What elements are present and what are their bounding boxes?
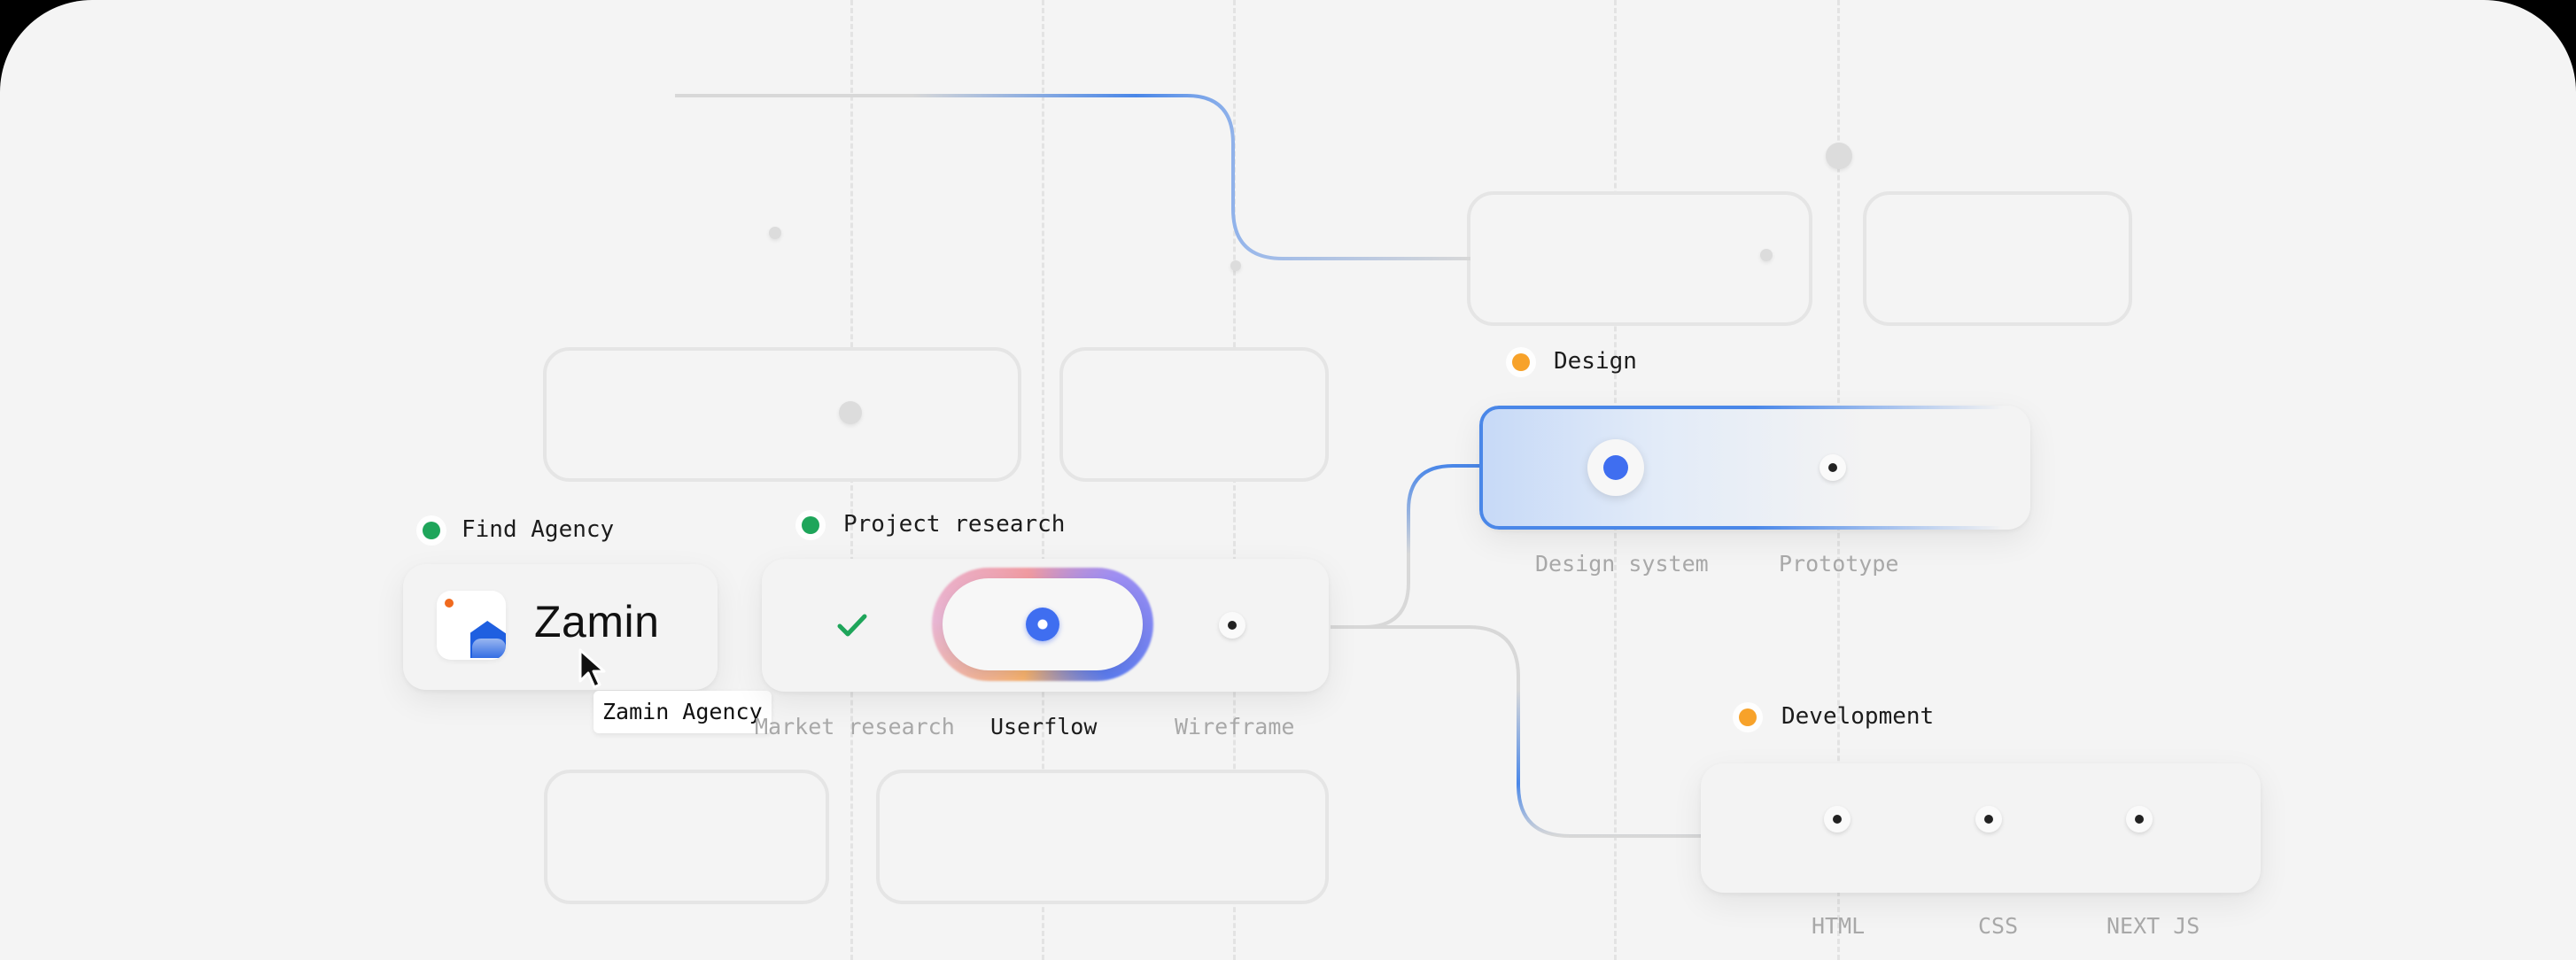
zamin-logo-icon xyxy=(437,591,506,660)
step-dot[interactable] xyxy=(2126,806,2153,832)
status-dot-green xyxy=(802,516,819,534)
active-step-pill[interactable] xyxy=(943,578,1143,670)
active-step-indicator[interactable] xyxy=(1587,439,1644,496)
dot-marker xyxy=(1826,143,1852,169)
placeholder-card xyxy=(1059,347,1329,482)
step-dot[interactable] xyxy=(1824,806,1851,832)
agency-card[interactable]: Zamin xyxy=(403,564,718,690)
placeholder-card xyxy=(543,347,1021,482)
section-title-development: Development xyxy=(1781,703,1935,730)
placeholder-card xyxy=(544,770,829,904)
development-card xyxy=(1701,763,2261,893)
step-label-html: HTML xyxy=(1812,913,1866,939)
arrow-cursor-icon xyxy=(578,648,606,689)
step-label-css: CSS xyxy=(1978,913,2019,939)
project-research-card xyxy=(762,559,1329,692)
step-dot[interactable] xyxy=(1975,806,2002,832)
step-dot[interactable] xyxy=(1219,612,1245,639)
section-title-design: Design xyxy=(1554,348,1637,375)
tooltip: Zamin Agency xyxy=(594,691,772,733)
section-title-find-agency: Find Agency xyxy=(462,516,615,543)
guide-line xyxy=(1042,0,1044,960)
placeholder-card xyxy=(1863,191,2132,326)
placeholder-card xyxy=(876,770,1329,904)
dot-marker xyxy=(769,227,781,239)
status-dot-orange xyxy=(1739,708,1757,726)
design-card xyxy=(1479,406,2030,530)
checkmark-icon xyxy=(837,614,867,637)
agency-name: Zamin xyxy=(534,597,660,646)
step-label-prototype: Prototype xyxy=(1779,551,1899,577)
progress-border xyxy=(1479,406,2030,530)
step-label-market-research: Market research xyxy=(755,714,955,739)
progress-fill xyxy=(1479,406,2030,530)
status-dot-green xyxy=(423,522,440,539)
dot-marker xyxy=(839,401,862,424)
step-label-userflow: Userflow xyxy=(990,714,1098,739)
step-label-next-js: NEXT JS xyxy=(2107,913,2200,939)
active-step-indicator xyxy=(1026,608,1059,641)
dot-marker xyxy=(1760,249,1773,261)
section-title-project-research: Project research xyxy=(843,511,1066,538)
step-label-wireframe: Wireframe xyxy=(1175,714,1295,739)
step-label-design-system: Design system xyxy=(1535,551,1709,577)
status-dot-orange xyxy=(1512,353,1530,371)
step-dot[interactable] xyxy=(1819,454,1846,481)
dot-marker xyxy=(1230,260,1241,271)
